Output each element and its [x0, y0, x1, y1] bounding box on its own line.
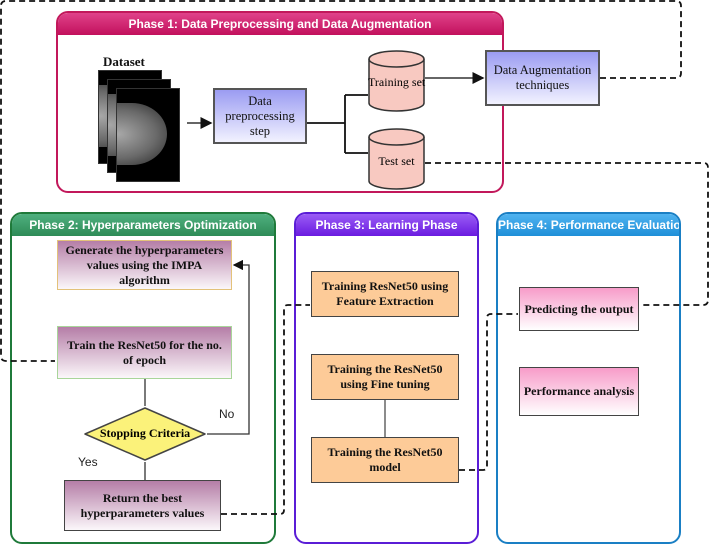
phase1-header: Phase 1: Data Preprocessing and Data Aug… [58, 13, 502, 35]
train-resnet-epoch-node[interactable]: Train the ResNet50 for the no. of epoch [57, 326, 232, 379]
preprocessing-node[interactable]: Data preprocessing step [213, 88, 307, 144]
test-set-label: Test set [378, 154, 415, 168]
performance-analysis-node[interactable]: Performance analysis [519, 367, 639, 416]
mammogram-images-icon [98, 70, 188, 182]
no-label: No [219, 407, 235, 421]
generate-hyperparameters-node[interactable]: Generate the hyperparameters values usin… [57, 240, 232, 290]
training-set-label: Training set [368, 75, 426, 89]
augmentation-node[interactable]: Data Augmentation techniques [485, 50, 600, 106]
predicting-output-node[interactable]: Predicting the output [519, 287, 639, 331]
feature-extraction-node[interactable]: Training ResNet50 using Feature Extracti… [311, 271, 459, 317]
training-set-node[interactable]: Training set [368, 50, 425, 112]
stopping-criteria-decision[interactable]: Stopping Criteria [83, 406, 207, 462]
phase3-header: Phase 3: Learning Phase [296, 214, 477, 236]
stopping-criteria-label: Stopping Criteria [99, 426, 191, 440]
train-model-node[interactable]: Training the ResNet50 model [311, 437, 459, 483]
test-set-node[interactable]: Test set [368, 128, 425, 190]
return-best-node[interactable]: Return the best hyperparameters values [64, 480, 221, 531]
phase2-header: Phase 2: Hyperparameters Optimization [12, 214, 274, 236]
yes-label: Yes [78, 455, 98, 469]
phase4-header: Phase 4: Performance Evaluation [498, 214, 679, 236]
dataset-label: Dataset [103, 54, 145, 69]
fine-tuning-node[interactable]: Training the ResNet50 using Fine tuning [311, 354, 459, 400]
diamond-shape [84, 407, 206, 461]
